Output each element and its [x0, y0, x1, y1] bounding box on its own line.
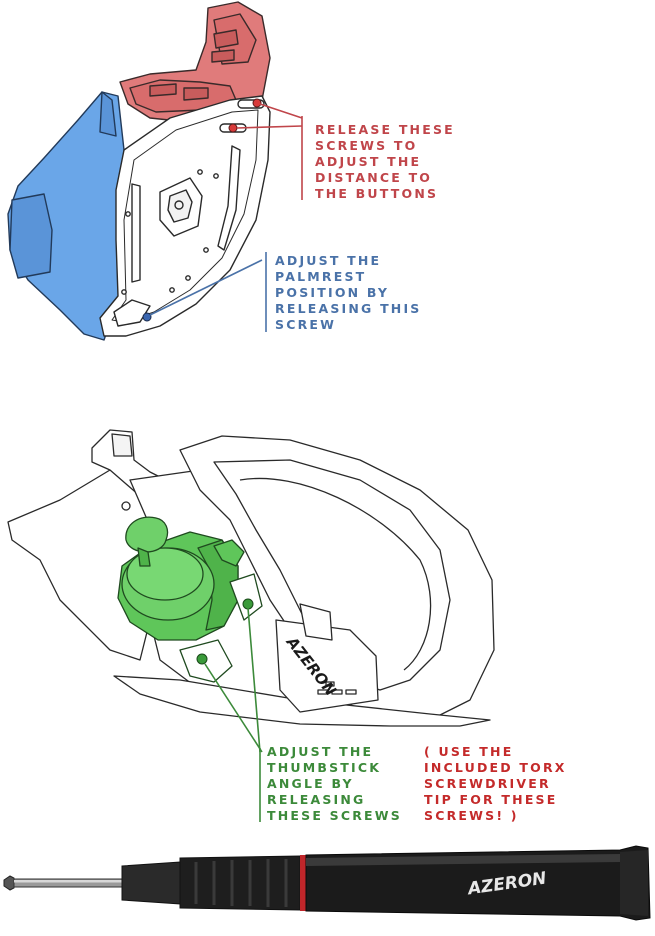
callout-line: ANGLE BY: [267, 776, 354, 791]
logo-module: [275, 619, 379, 713]
callout-line: SCREW: [275, 317, 337, 332]
callout-line: TIP FOR THESE: [424, 792, 558, 807]
callout-line: ( USE THE: [424, 744, 514, 759]
callout-red: RELEASE THESE SCREWS TO ADJUST THE DISTA…: [315, 122, 455, 202]
callout-green: ADJUST THE THUMBSTICK ANGLE BY RELEASING…: [267, 744, 402, 824]
callout-line: SCREWS TO: [315, 138, 418, 153]
screw-green-1: [242, 598, 254, 610]
screw-red-1: [252, 98, 262, 108]
callout-line: ADJUST THE: [275, 253, 382, 268]
screw-red-2: [228, 123, 238, 133]
callout-line: SCREWS! ): [424, 808, 519, 823]
callout-line: RELEASING THIS: [275, 301, 422, 316]
callout-blue: ADJUST THE PALMREST POSITION BY RELEASIN…: [275, 253, 422, 333]
base-plate: [99, 95, 271, 337]
button-module: [119, 1, 271, 123]
callout-line: ADJUST THE: [267, 744, 374, 759]
thumbstick: [117, 516, 263, 683]
callout-line: INCLUDED TORX: [424, 760, 567, 775]
screw-green-2: [196, 653, 208, 665]
screw-blue: [142, 312, 152, 322]
device-side-view: AZERON: [7, 429, 495, 822]
callout-line: RELEASE THESE: [315, 122, 455, 137]
palmrest: [7, 91, 129, 341]
green-leader-lines: [204, 607, 263, 822]
device-top-view: [7, 1, 303, 341]
callout-line: DISTANCE TO: [315, 170, 433, 185]
red-leader-lines: [236, 103, 303, 200]
callout-line: SCREWDRIVER: [424, 776, 551, 791]
screwdriver-band: [300, 855, 306, 911]
callout-line: THESE SCREWS: [267, 808, 402, 823]
callout-line: THUMBSTICK: [267, 760, 382, 775]
callout-line: THE BUTTONS: [315, 186, 439, 201]
callout-line: PALMREST: [275, 269, 367, 284]
torx-screwdriver: AZERON: [3, 845, 651, 921]
callout-torx-note: ( USE THE INCLUDED TORX SCREWDRIVER TIP …: [424, 744, 567, 824]
callout-line: RELEASING: [267, 792, 366, 807]
callout-line: POSITION BY: [275, 285, 390, 300]
blue-leader-lines: [149, 252, 267, 332]
callout-line: ADJUST THE: [315, 154, 422, 169]
